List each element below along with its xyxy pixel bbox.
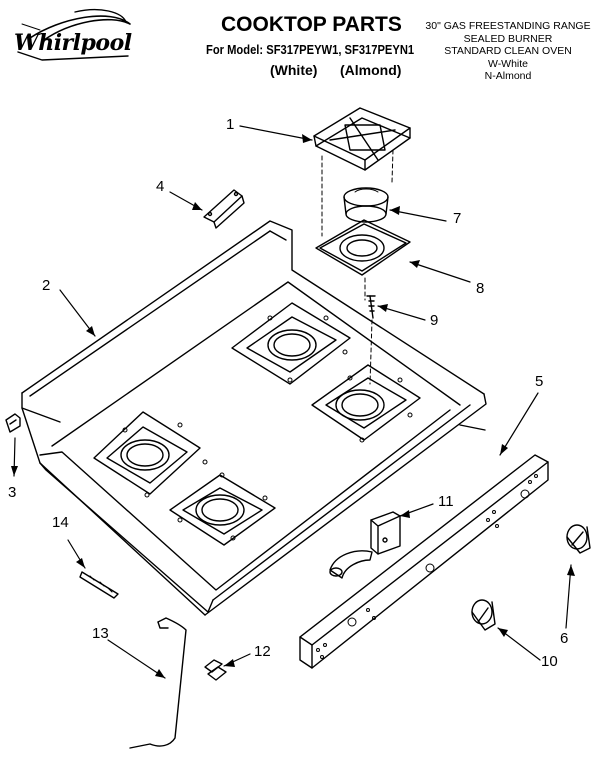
callout-number-10: 10 — [541, 653, 558, 670]
whirlpool-logo-swoosh — [17, 8, 131, 61]
callout-number-9: 9 — [430, 312, 439, 329]
description-line: W-White — [487, 57, 529, 70]
callout-number-2: 2 — [42, 277, 51, 294]
version-white-label: (White) — [270, 62, 318, 78]
callout-number-13: 13 — [92, 625, 109, 642]
control-knob-lower — [471, 599, 496, 631]
door-rod-part — [129, 617, 187, 749]
brand-logo-text: Whirlpool — [14, 30, 132, 56]
description-line: N-Almond — [484, 70, 532, 82]
description-line: STANDARD CLEAN OVEN — [444, 45, 572, 57]
description-line: SEALED BURNER — [463, 32, 553, 45]
clip-part — [5, 413, 21, 433]
page-title: COOKTOP PARTS — [221, 13, 402, 36]
small-clip-part — [204, 659, 227, 681]
callout-number-12: 12 — [254, 643, 271, 660]
screw-part — [366, 295, 376, 385]
burner-grate — [313, 107, 411, 237]
callout-number-8: 8 — [476, 280, 485, 297]
callout-number-6: 6 — [560, 630, 569, 647]
leader-lines — [13, 125, 572, 679]
manifold-panel — [299, 454, 549, 669]
control-knob-upper — [566, 524, 591, 554]
callout-number-1: 1 — [226, 116, 235, 133]
leader-arrowheads — [11, 134, 575, 678]
burner-cap — [343, 187, 389, 223]
callout-number-11: 11 — [438, 493, 454, 510]
cooktop-main-top — [21, 220, 487, 616]
product-description: 30" GAS FREESTANDING RANGE SEALED BURNER… — [418, 20, 598, 83]
callout-number-14: 14 — [52, 514, 69, 531]
igniter-switch — [329, 511, 401, 579]
callout-number-4: 4 — [156, 178, 165, 195]
version-almond-label: (Almond) — [340, 62, 402, 78]
model-line: For Model: SF317PEYW1, SF317PEYN1 — [206, 42, 415, 57]
bracket-part — [203, 189, 245, 229]
burner-seal-plate — [315, 219, 411, 301]
strip-part — [79, 571, 119, 599]
callout-number-7: 7 — [453, 210, 462, 227]
callout-number-5: 5 — [535, 373, 544, 390]
description-line: 30" GAS FREESTANDING RANGE — [425, 20, 591, 32]
callout-number-3: 3 — [8, 484, 17, 501]
